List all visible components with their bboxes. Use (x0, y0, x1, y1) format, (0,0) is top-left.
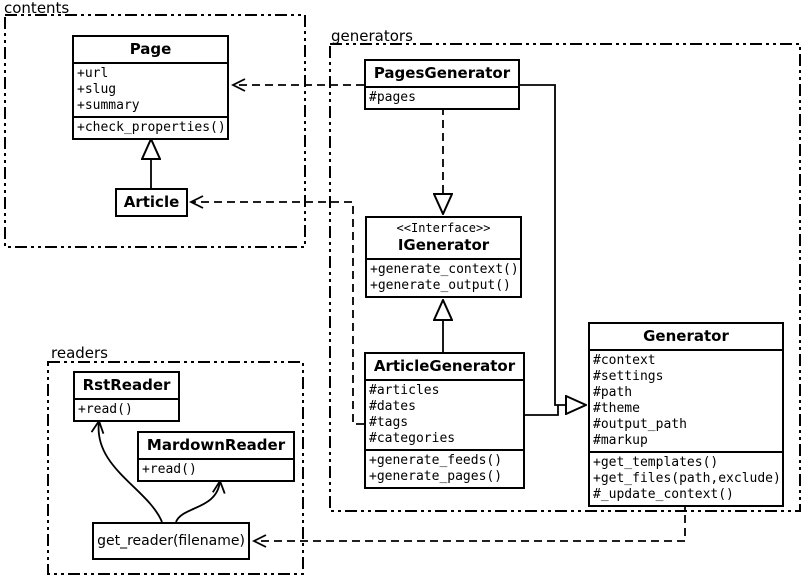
class-page-attributes: +url+slug+summary (74, 62, 227, 116)
class-member: #articles (369, 383, 440, 398)
class-generator-title: Generator (643, 327, 729, 345)
class-igenerator: <<Interface>> IGenerator +generate_conte… (365, 216, 522, 298)
class-member: +read() (78, 402, 133, 417)
class-member: #settings (593, 369, 664, 384)
function-box-get-reader: get_reader(filename) (92, 522, 250, 560)
package-border-contents (4, 14, 306, 248)
class-igenerator-methods: +generate_context()+generate_output() (367, 258, 520, 296)
function-box-get-reader-label: get_reader(filename) (97, 533, 245, 549)
class-member: +generate_pages() (369, 469, 503, 484)
class-article: Article (115, 188, 188, 217)
class-igenerator-title: <<Interface>> IGenerator (367, 218, 520, 258)
class-generator: Generator #context#settings#path#theme#o… (588, 322, 784, 507)
package-border-generators (329, 43, 801, 512)
class-mardownreader-methods: +read() (139, 458, 293, 480)
class-member: +url (77, 66, 109, 81)
class-member: #_update_context() (593, 487, 734, 502)
class-rstreader-methods: +read() (75, 398, 178, 420)
class-member: +generate_output() (370, 278, 511, 293)
class-igenerator-stereotype: <<Interface>> (396, 221, 491, 235)
class-mardownreader-title: MardownReader (146, 436, 286, 454)
class-member: #theme (593, 401, 640, 416)
class-page: Page +url+slug+summary +check_properties… (72, 35, 229, 140)
class-pagesgenerator-title: PagesGenerator (373, 64, 511, 82)
class-member: #output_path (593, 417, 687, 432)
class-member: +generate_context() (370, 262, 519, 277)
class-member: #path (593, 385, 633, 400)
package-label-contents: contents (4, 0, 70, 17)
class-member: +check_properties() (77, 120, 226, 135)
class-member: +slug (77, 82, 117, 97)
class-pagesgenerator: PagesGenerator #pages (364, 59, 520, 110)
class-member: +summary (77, 98, 140, 113)
class-articlegenerator-title: ArticleGenerator (373, 357, 516, 375)
class-page-title: Page (129, 40, 172, 58)
class-member: #categories (369, 431, 456, 446)
class-articlegenerator-attributes: #articles#dates#tags#categories (366, 379, 523, 449)
inheritance-arrow-pagesgenerator-to-generator (520, 84, 586, 405)
package-label-readers: readers (51, 344, 108, 362)
class-rstreader-title: RstReader (82, 376, 171, 394)
class-articlegenerator-methods: +generate_feeds()+generate_pages() (366, 449, 523, 487)
class-generator-attributes: #context#settings#path#theme#output_path… (590, 349, 782, 451)
class-generator-methods: +get_templates()+get_files(path,exclude)… (590, 451, 782, 505)
dependency-arrow-generator-to-getreader (254, 502, 686, 541)
class-member: +get_files(path,exclude) (593, 471, 781, 486)
class-member: #dates (369, 399, 416, 414)
class-igenerator-name: IGenerator (397, 236, 490, 254)
class-member: #tags (369, 415, 409, 430)
class-page-methods: +check_properties() (74, 116, 227, 138)
inheritance-join-articlegenerator-to-generator (525, 405, 559, 416)
class-mardownreader: MardownReader +read() (137, 431, 295, 482)
class-member: +get_templates() (593, 455, 719, 470)
class-rstreader: RstReader +read() (73, 371, 180, 422)
class-member: +read() (142, 462, 197, 477)
class-member: #markup (593, 433, 648, 448)
package-border-readers (47, 361, 304, 575)
class-member: #pages (369, 90, 416, 105)
class-articlegenerator: ArticleGenerator #articles#dates#tags#ca… (364, 352, 525, 489)
arrow-getreader-to-rstreader (99, 421, 163, 523)
class-pagesgenerator-attributes: #pages (366, 86, 518, 108)
class-article-title: Article (123, 193, 180, 211)
arrow-getreader-to-mardownreader (175, 481, 220, 523)
class-member: #context (593, 353, 656, 368)
dependency-arrow-articlegenerator-to-article (191, 202, 364, 425)
class-member: +generate_feeds() (369, 453, 503, 468)
package-label-generators: generators (331, 27, 413, 45)
